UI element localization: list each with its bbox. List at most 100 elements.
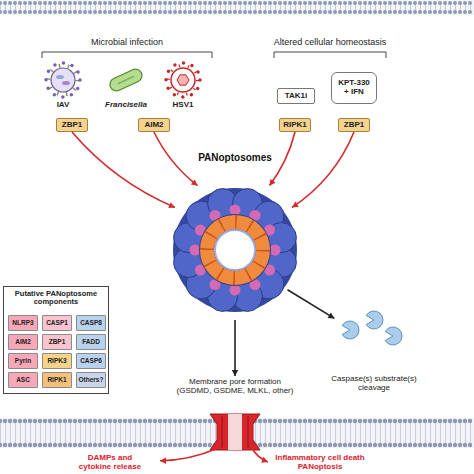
arrow-connector bbox=[252, 448, 268, 463]
virus-hsv1 bbox=[166, 63, 200, 97]
node-text: CASP1 bbox=[46, 319, 68, 326]
arrow-head bbox=[232, 370, 238, 376]
spike-tips bbox=[166, 63, 200, 97]
arrow-head bbox=[168, 202, 175, 208]
pathogen-icon: IAV bbox=[40, 60, 86, 110]
pathogen-icon: Francisella bbox=[98, 60, 154, 110]
arrow-connector bbox=[154, 132, 198, 186]
caspase-icon bbox=[366, 311, 383, 329]
bacterium bbox=[108, 67, 144, 93]
bracket bbox=[42, 52, 212, 58]
node-text: FADD bbox=[82, 338, 100, 345]
component-box: NLRP3 bbox=[8, 315, 38, 331]
arrow-connector bbox=[72, 132, 175, 208]
node-text: ASC bbox=[16, 376, 30, 383]
virus-iav bbox=[46, 63, 80, 97]
node-text: RIPK1 bbox=[283, 121, 307, 130]
orange-ring bbox=[207, 222, 263, 278]
arrow-head bbox=[328, 313, 335, 319]
node-text: TAK1i bbox=[285, 92, 308, 101]
outcome-text: DAMPs and cytokine release bbox=[60, 452, 160, 474]
node-text: Putative PANoptosome components bbox=[4, 290, 108, 307]
panoptosome-complex: PANoptosomes bbox=[160, 152, 310, 320]
node-text: ZBP1 bbox=[62, 121, 82, 130]
component-box: RIPK3 bbox=[42, 353, 72, 369]
lipid-tails bbox=[0, 5, 474, 11]
node-text: DAMPs and cytokine release bbox=[75, 454, 145, 472]
node-text: PANoptosomes bbox=[198, 152, 272, 163]
arrow-connector bbox=[270, 132, 296, 186]
component-box: CASP6 bbox=[76, 353, 106, 369]
caspase-substrate: Caspase(s) substrate(s) cleavage bbox=[330, 310, 418, 394]
group-heading: Microbial infection bbox=[52, 38, 202, 48]
connector-line bbox=[292, 132, 354, 207]
lipid-heads bbox=[0, 1, 474, 5]
complex-body bbox=[173, 188, 297, 312]
component-box: AIM2 bbox=[8, 334, 38, 350]
connector-line bbox=[288, 290, 335, 319]
complex-inner bbox=[199, 214, 271, 286]
node-text: Caspase(s) substrate(s) cleavage bbox=[330, 375, 418, 393]
connector-line bbox=[72, 132, 175, 207]
virus-body bbox=[171, 68, 195, 92]
arrow-head bbox=[160, 457, 166, 463]
node-text: Others? bbox=[79, 376, 104, 383]
node-text: KPT-330 + IFN bbox=[335, 79, 373, 97]
component-box: CASP1 bbox=[42, 315, 72, 331]
outcome-text: Inflammatory cell death PANoptosis bbox=[268, 452, 372, 474]
virus-spikes bbox=[49, 66, 78, 95]
node-text: IAV bbox=[57, 101, 70, 110]
complex-subunit bbox=[230, 205, 241, 216]
bacterium-detail bbox=[118, 76, 134, 84]
connector-line bbox=[160, 448, 218, 461]
trigger-box: TAK1i bbox=[277, 88, 315, 104]
pore bbox=[210, 414, 260, 450]
component-panel: Putative PANoptosome componentsNLRP3CASP… bbox=[3, 286, 109, 394]
node-text: ZBP1 bbox=[49, 338, 66, 345]
virus-segment bbox=[56, 75, 64, 79]
arrow-head bbox=[261, 457, 268, 463]
component-box: Pyrin bbox=[8, 353, 38, 369]
spike-tips bbox=[46, 63, 80, 97]
component-box: FADD bbox=[76, 334, 106, 350]
membrane-band bbox=[0, 0, 474, 15]
component-box: Others? bbox=[76, 372, 106, 388]
bracket bbox=[274, 52, 386, 58]
complex-subunit bbox=[190, 245, 201, 256]
component-box: RIPK1 bbox=[42, 372, 72, 388]
arrow-connector bbox=[160, 448, 218, 464]
pathogen-icon: HSV1 bbox=[160, 60, 206, 110]
node-text: AIM2 bbox=[144, 121, 163, 130]
component-box: ZBP1 bbox=[42, 334, 72, 350]
arrow-head bbox=[191, 179, 198, 185]
caspase-icon bbox=[342, 321, 359, 339]
virus-spikes bbox=[169, 66, 198, 95]
arrow-connector bbox=[232, 320, 238, 376]
arrow-head bbox=[270, 179, 276, 186]
group-heading: Altered cellular homeostasis bbox=[262, 38, 398, 48]
trigger-box: KPT-330 + IFN bbox=[331, 72, 377, 104]
virus-segment bbox=[62, 81, 70, 85]
node-text: Membrane pore formation (GSDMD, GSDME, M… bbox=[174, 378, 296, 396]
top-membrane bbox=[0, 0, 474, 15]
node-text: Pyrin bbox=[15, 357, 31, 364]
pore-body bbox=[210, 414, 260, 450]
connector-line bbox=[252, 448, 268, 462]
panoptosome-illustration bbox=[173, 188, 297, 312]
complex-subunit bbox=[230, 285, 241, 296]
complex-subunit bbox=[270, 245, 281, 256]
node-text: NLRP3 bbox=[12, 319, 33, 326]
node-text: CASP6 bbox=[80, 357, 102, 364]
node-text: Inflammatory cell death PANoptosis bbox=[268, 454, 372, 472]
pore-stripe bbox=[247, 416, 248, 448]
capsid bbox=[177, 75, 189, 85]
caspase-icon bbox=[385, 327, 402, 345]
connector-line bbox=[270, 132, 296, 186]
pore-channel bbox=[228, 414, 242, 450]
component-box: CASP8 bbox=[76, 315, 106, 331]
lipid-heads bbox=[0, 10, 474, 14]
node-text: CASP8 bbox=[80, 319, 102, 326]
